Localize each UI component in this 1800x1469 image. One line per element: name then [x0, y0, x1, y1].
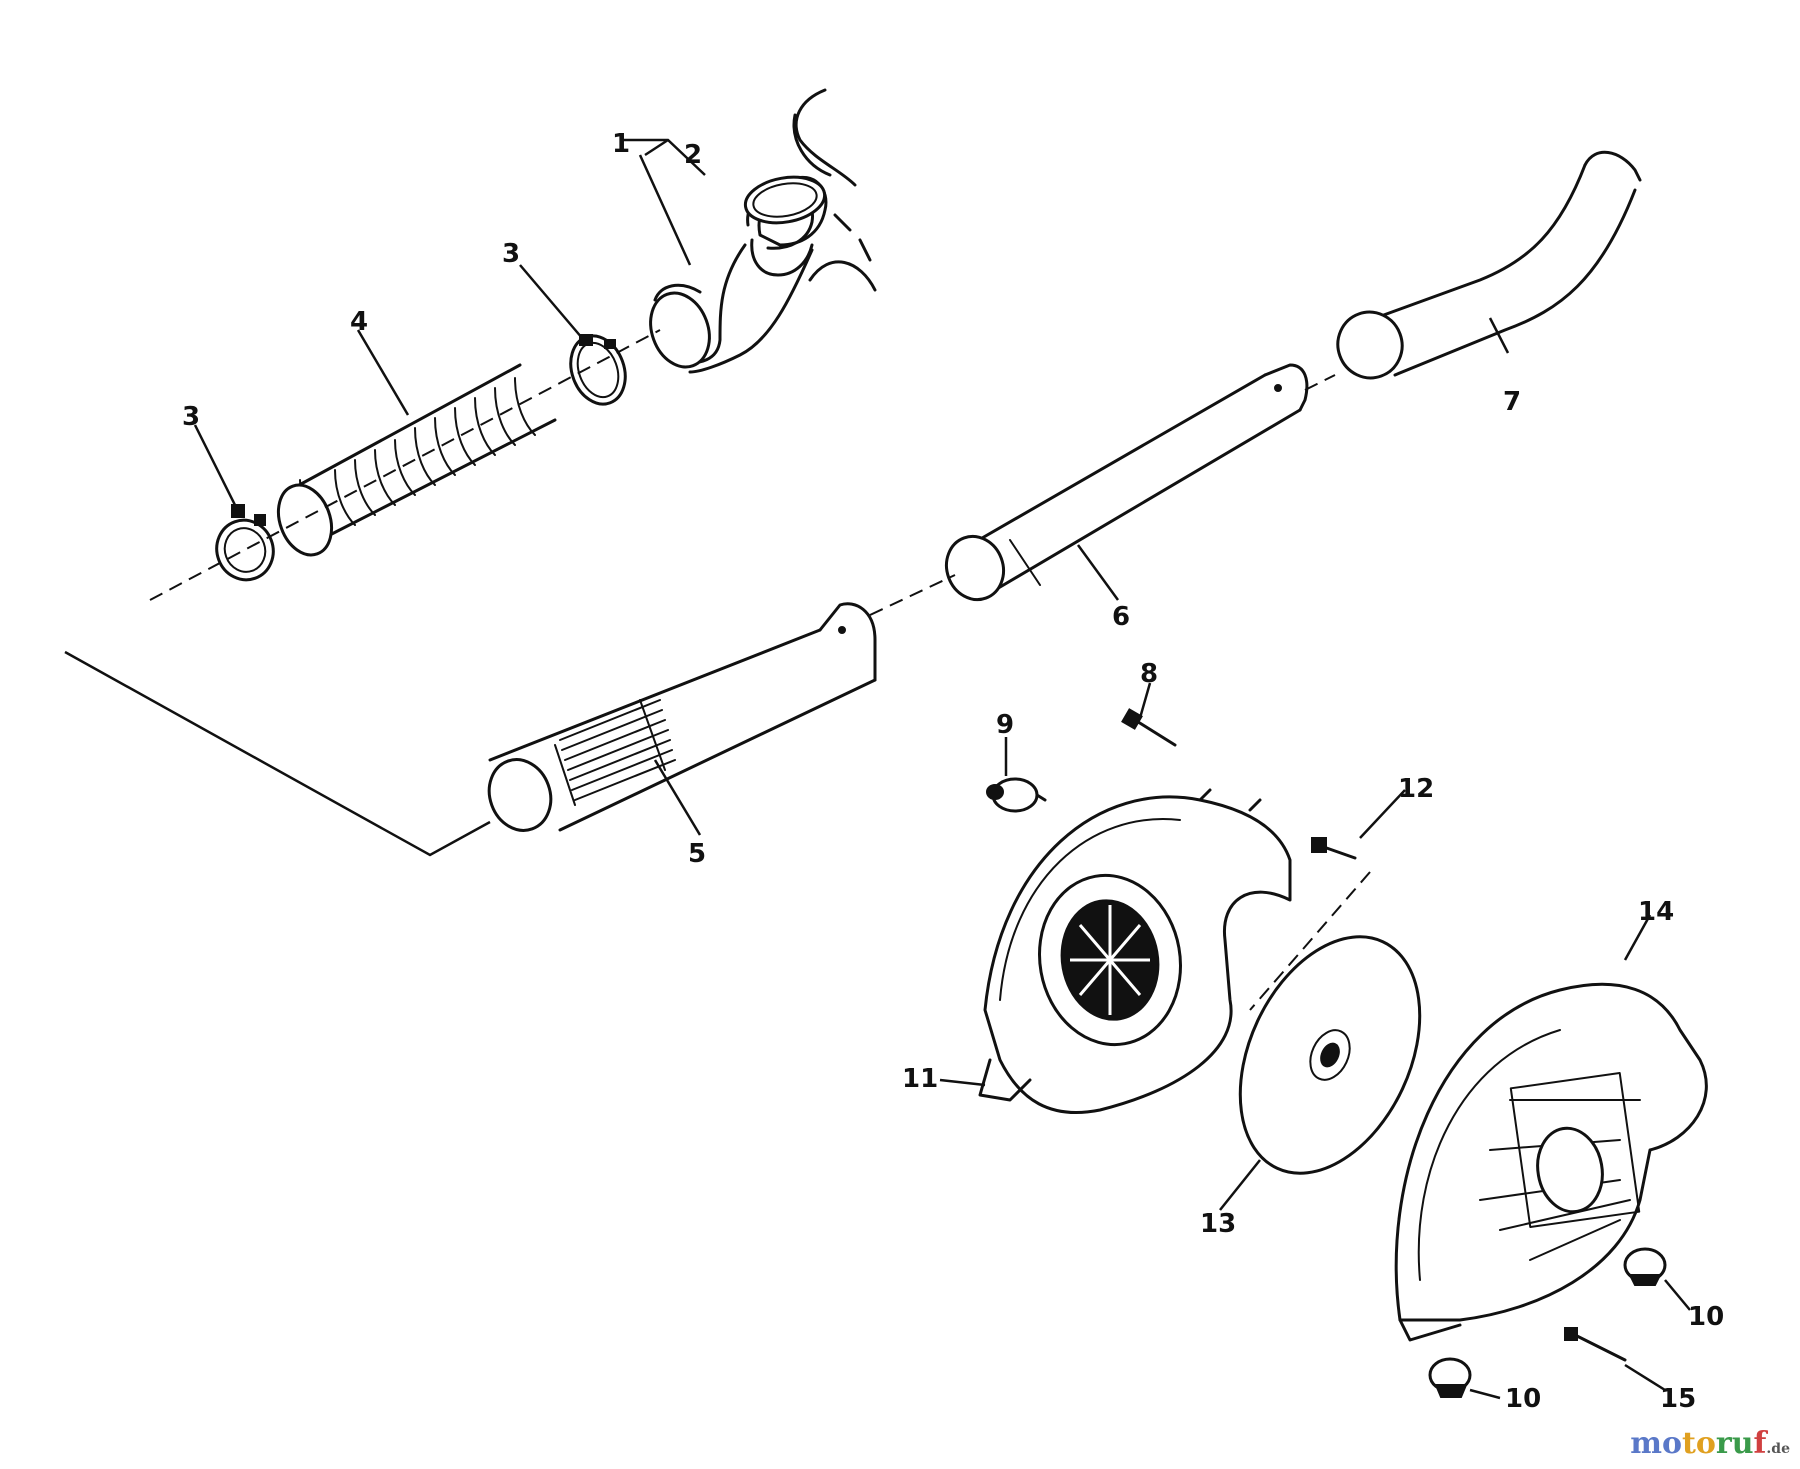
- callout-1: 1: [612, 129, 630, 159]
- flexible-hose-part-4: [276, 363, 557, 557]
- callout-8: 8: [1140, 659, 1158, 689]
- hose-clamp-upper: [569, 334, 627, 406]
- blower-housing-front-part-11: [978, 788, 1292, 1115]
- callout-13: 13: [1200, 1209, 1236, 1239]
- hose-clamp-lower: [215, 504, 275, 582]
- fan-impeller-part-13: [1238, 871, 1422, 1175]
- bolt-part-15: [1564, 1327, 1627, 1362]
- callout-12: 12: [1398, 774, 1434, 804]
- nozzle-tube-part-5: [487, 602, 877, 832]
- callout-numbers: 1 2 3 4 3 7 6 5 8 9 12 14 11 13 10 10 15: [182, 129, 1724, 1414]
- callout-4: 4: [350, 307, 368, 337]
- screw-part-8: [1121, 708, 1177, 747]
- watermark-part-mo: mo: [1630, 1426, 1683, 1461]
- watermark-part-to: to: [1682, 1426, 1716, 1461]
- watermark-part-f: f: [1753, 1426, 1767, 1461]
- grommet-part-10-bottom: [1428, 1357, 1472, 1398]
- callout-11: 11: [902, 1064, 938, 1094]
- callout-9: 9: [996, 710, 1014, 740]
- assembly-bracket-line: [64, 650, 491, 857]
- callout-14: 14: [1638, 897, 1674, 927]
- extension-tube-part-6: [945, 363, 1309, 602]
- leader-lines: [193, 138, 1691, 1400]
- callout-3-lower: 3: [182, 402, 200, 432]
- callout-10-right: 10: [1688, 1302, 1724, 1332]
- callout-5: 5: [688, 839, 706, 869]
- callout-7: 7: [1503, 387, 1521, 417]
- mount-part-9: [986, 777, 1047, 813]
- assembly-centerline-upper: [149, 329, 661, 601]
- callout-2: 2: [684, 140, 702, 170]
- callout-15: 15: [1660, 1384, 1696, 1414]
- watermark-logo: motoruf.de: [1630, 1426, 1790, 1461]
- callout-6: 6: [1112, 602, 1130, 632]
- assembly-centerline-tubes: [869, 374, 1336, 616]
- spark-plug-part-12: [1311, 837, 1357, 860]
- ring-part-2: [743, 175, 827, 225]
- watermark-tld: .de: [1766, 1441, 1790, 1457]
- grommet-part-10-right: [1623, 1247, 1667, 1286]
- callout-10-bottom: 10: [1505, 1384, 1541, 1414]
- callout-3-upper: 3: [502, 239, 520, 269]
- watermark-part-ru: ru: [1715, 1426, 1754, 1461]
- curved-tube-part-7: [1336, 150, 1642, 380]
- blower-housing-rear-part-14: [1394, 982, 1708, 1342]
